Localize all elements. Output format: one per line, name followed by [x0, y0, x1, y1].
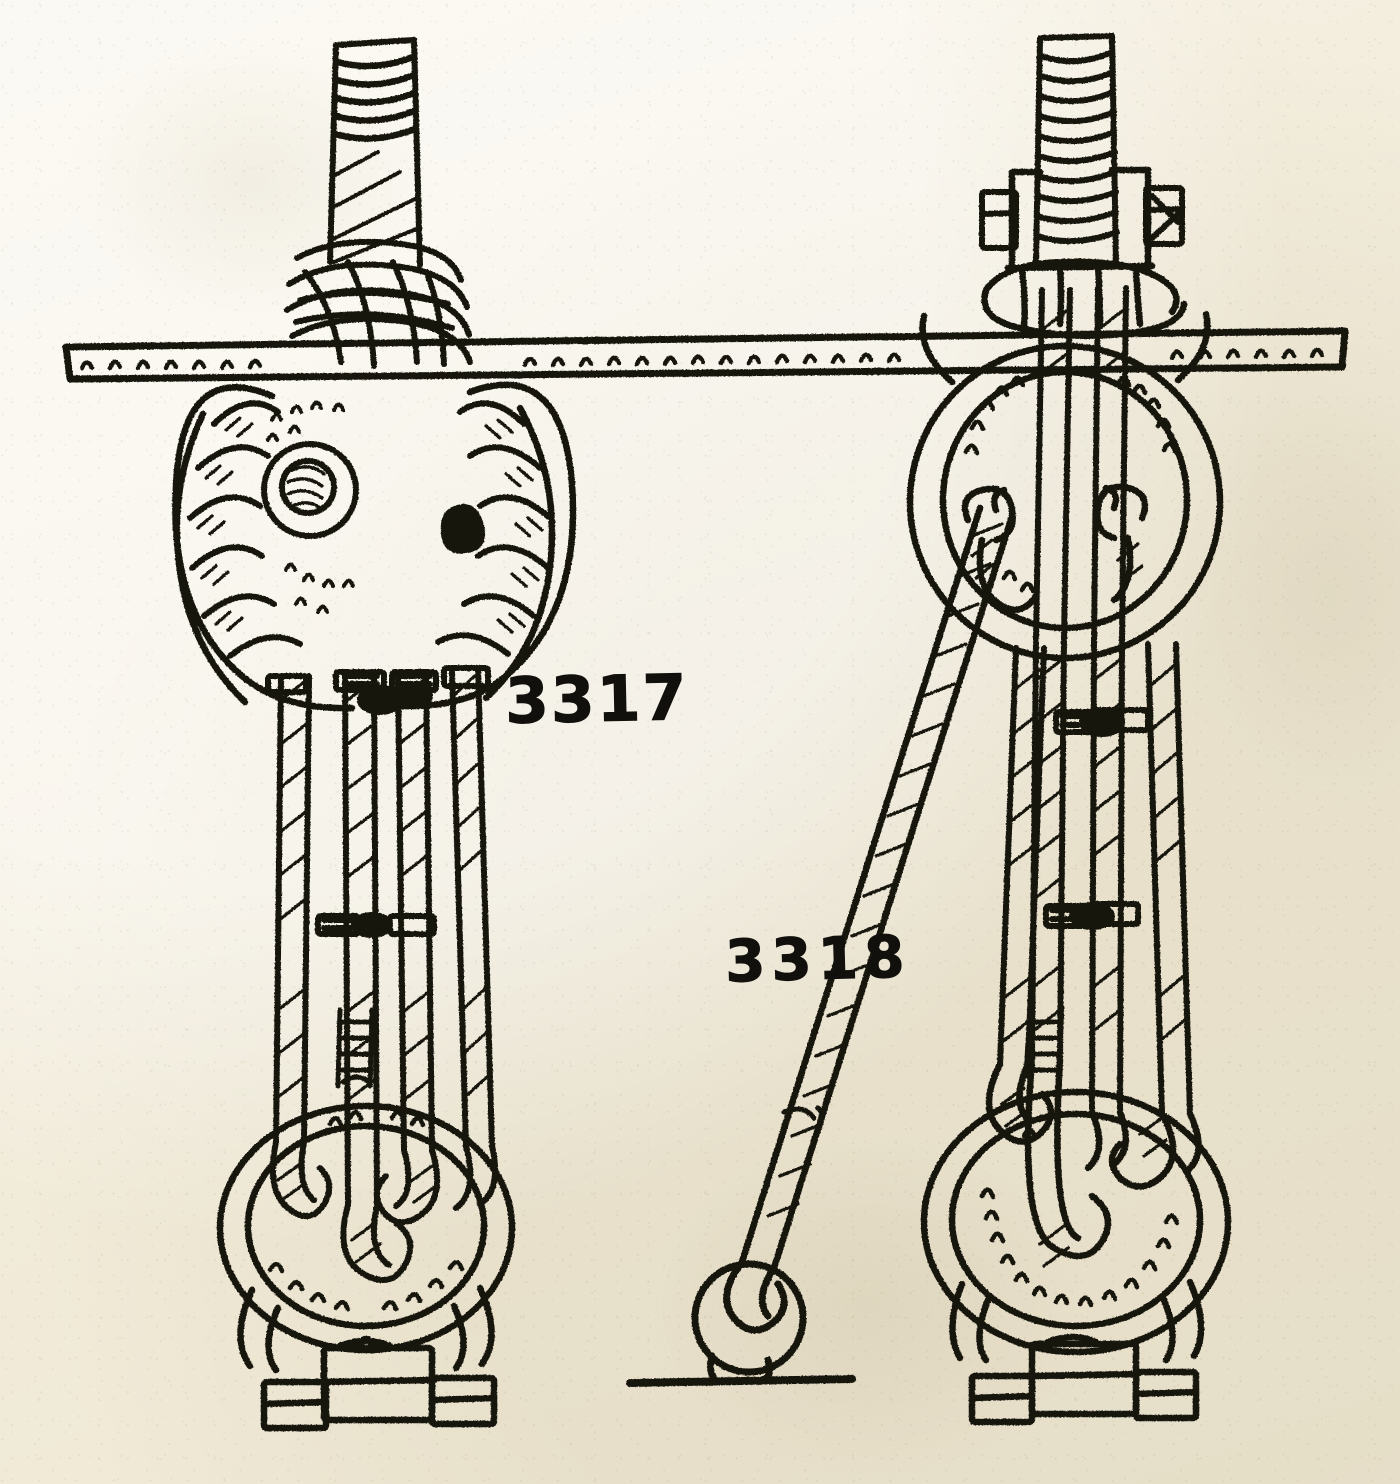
fig3318-hauling-splice — [781, 1105, 826, 1127]
fig3318-rope-falls — [997, 285, 1193, 1117]
fig3318-seizing-upper-blob — [1079, 707, 1125, 737]
figure-label-3317: 3317 — [504, 661, 690, 739]
fig3318-leader-block-bar — [626, 1375, 856, 1387]
fig3317-seizing-blob — [357, 684, 433, 715]
fig3317-thread-turns — [331, 53, 419, 142]
fig3318-upper-strap-arms — [919, 310, 1211, 386]
fig3318-screw-threads — [1034, 49, 1120, 245]
fig3317-becket-shackle — [260, 1335, 498, 1432]
fig3318-upper-rope-turns — [961, 483, 1149, 613]
fig3317-seizing-upper — [265, 665, 491, 695]
fig3317-strop-turn-shading — [196, 416, 544, 634]
fig3318-nut-right — [1143, 185, 1185, 247]
fig3317-strop-turns — [187, 400, 553, 659]
fig3318-seizing-mid-blob — [1069, 902, 1115, 930]
fig3318-grommet-strop — [981, 258, 1188, 340]
fig3318-lower-block-shell — [920, 1088, 1232, 1356]
fig3318-lower-strap-arms — [949, 1278, 1205, 1364]
fig3317-sheave-eye-lay — [286, 465, 326, 512]
fig3317-rope-lay-hatch — [275, 670, 492, 1102]
fig3317-lower-block-face-ticks — [267, 1109, 465, 1312]
fig3317-seizing-mid-blob — [351, 912, 393, 938]
fig3317-rope-falls — [273, 665, 495, 1208]
fig3317-ink-blob — [440, 504, 486, 554]
fig3317-lower-rope-turn-shade — [276, 1162, 438, 1264]
fig3317-sheave-eye — [261, 441, 359, 539]
fig3317-whipping — [335, 1007, 375, 1089]
fig3318-hauling-lay-hatch — [766, 522, 1004, 1218]
fig3318-hauling-part — [738, 504, 1016, 1272]
spar-hatching — [79, 347, 1325, 371]
fig3318-becket-shackle — [968, 1333, 1200, 1426]
fig3317-block-face-ticks — [266, 400, 355, 614]
fig3318-upper-face-ticks — [963, 375, 1178, 594]
figure-label-3318: 3318 — [724, 922, 912, 996]
fig3318-lower-face-ticks — [979, 1113, 1180, 1308]
fig3317-upper-block-shell — [172, 381, 577, 712]
fig3317-lower-strap-arms — [237, 1284, 495, 1374]
fig3318-leader-block — [691, 1258, 807, 1382]
fig3318-nut-left — [979, 189, 1019, 251]
fig3317-strop-lashing — [284, 238, 473, 369]
fig3318-screw-bolt — [1033, 33, 1119, 265]
fig3318-lower-turn-shade — [1000, 1086, 1168, 1268]
